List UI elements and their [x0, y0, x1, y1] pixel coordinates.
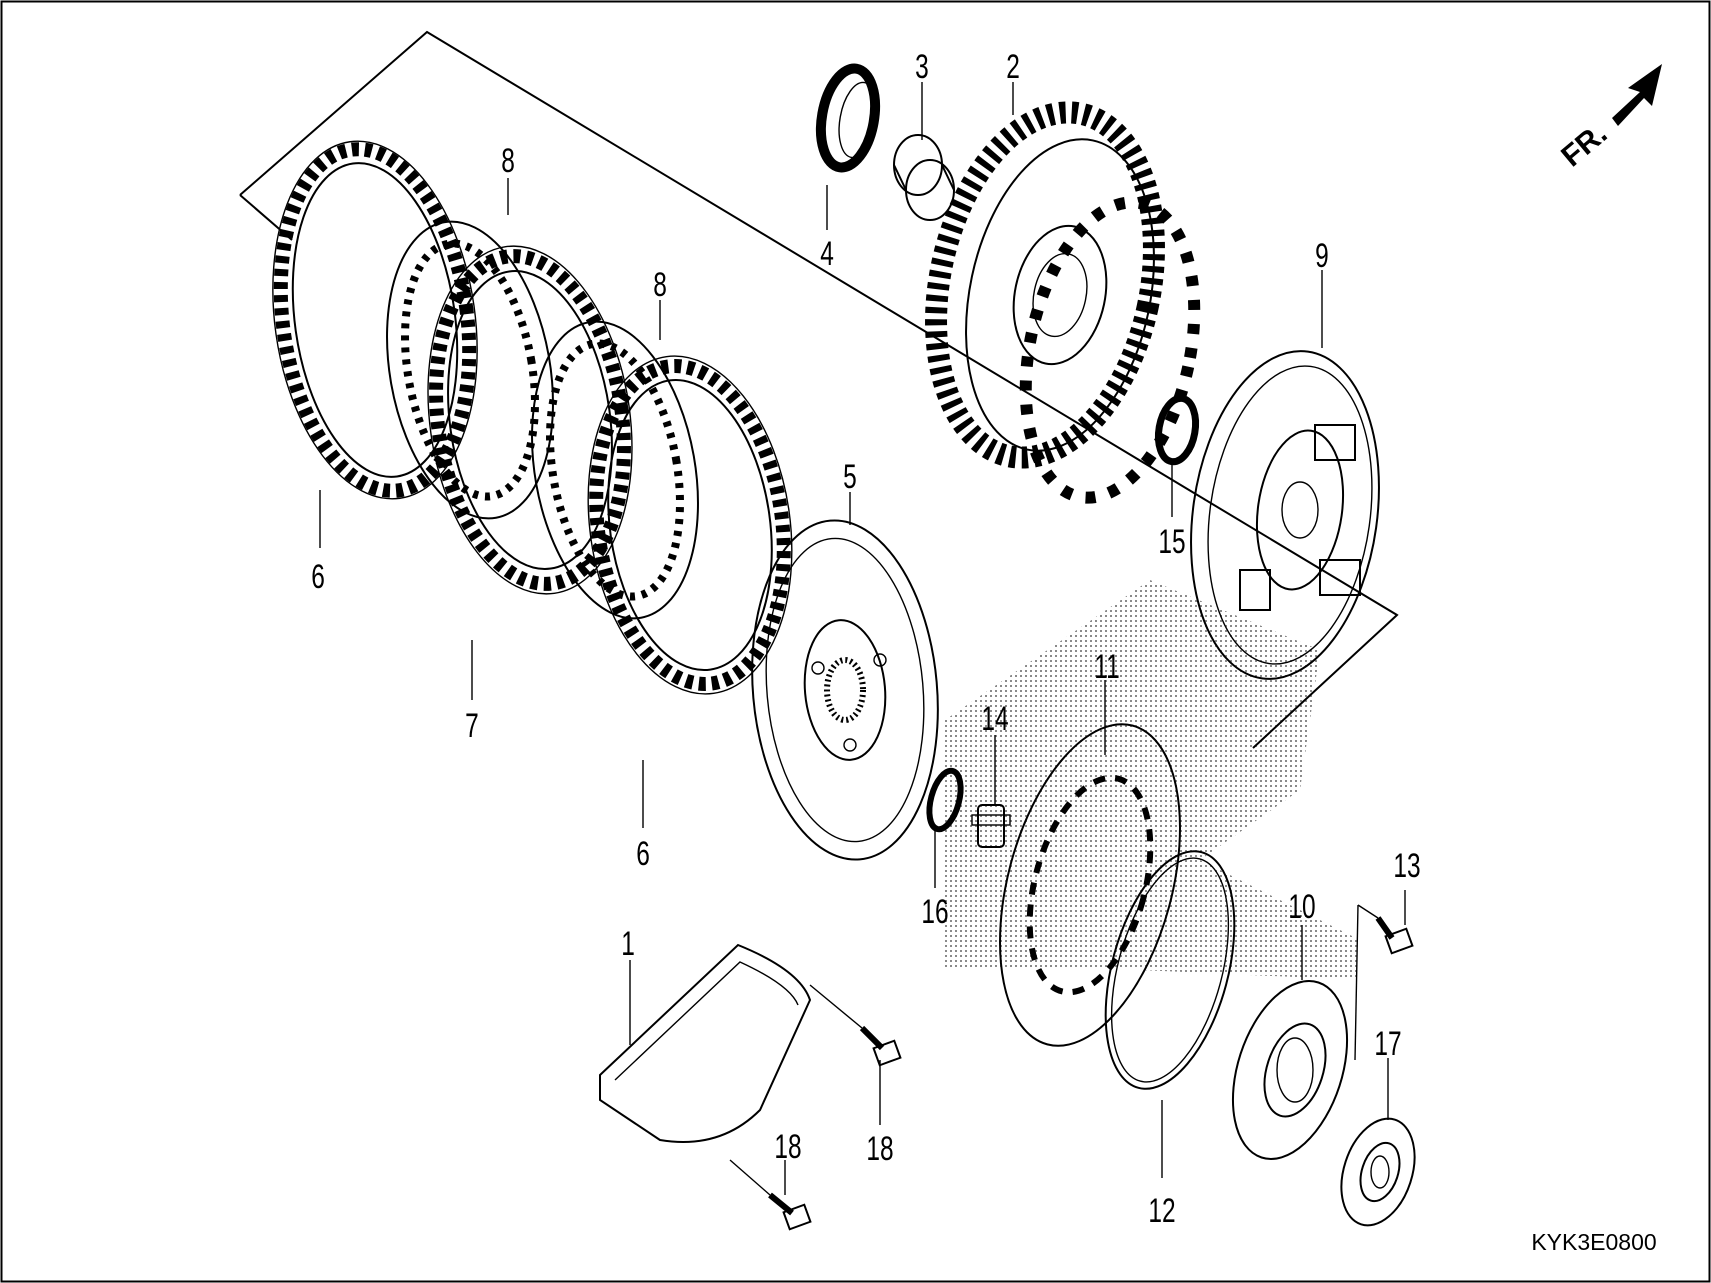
callout-5: 5: [843, 458, 857, 496]
callout-16: 16: [921, 893, 948, 931]
callout-15: 15: [1158, 523, 1185, 561]
friction-disc-6-left: [272, 140, 478, 500]
bolt-13: [1375, 916, 1414, 955]
callout-6-left: 6: [311, 558, 325, 596]
washer-15: [1154, 394, 1200, 466]
o-ring-12: [1104, 850, 1236, 1090]
seal-ring-4: [815, 63, 881, 173]
callout-6-right: 6: [636, 835, 650, 873]
callout-2: 2: [1006, 48, 1020, 86]
callout-1: 1: [621, 925, 635, 963]
bolt-13-axis: [1354, 904, 1359, 1061]
callout-8-left: 8: [501, 142, 515, 180]
bearing-3: [893, 134, 955, 221]
callout-13: 13: [1393, 847, 1420, 885]
shaded-region: [945, 580, 1360, 980]
callout-3: 3: [915, 48, 929, 86]
callout-labels: 1 2 3 4 5 6 6 7 8 8 9 10 11 12 13 14 15 …: [311, 48, 1420, 1230]
callout-4: 4: [820, 235, 834, 273]
callout-14: 14: [981, 700, 1008, 738]
assembly-bracket: [239, 30, 1399, 749]
bearing-17: [1340, 1117, 1416, 1227]
diagram-code: KYK3E0800: [1531, 1229, 1656, 1255]
bolt-18-right: [859, 1025, 902, 1067]
bearing-holder-10: [1231, 980, 1349, 1160]
callout-17: 17: [1374, 1025, 1401, 1063]
callout-10: 10: [1288, 888, 1315, 926]
bolt-18-left: [768, 1192, 812, 1231]
bolt-18-left-leader: [729, 1159, 771, 1196]
clutch-plate-8-right: [531, 320, 699, 620]
callout-7: 7: [465, 707, 479, 745]
callout-12: 12: [1148, 1192, 1175, 1230]
callout-18-left: 18: [774, 1128, 801, 1166]
callout-9: 9: [1315, 237, 1329, 275]
clutch-outer-gear-2: [925, 101, 1201, 504]
front-direction-arrow: FR.: [1555, 64, 1662, 173]
callout-18-right: 18: [866, 1130, 893, 1168]
lifter-joint-14: [971, 804, 1011, 848]
callout-11: 11: [1094, 648, 1119, 686]
leader-lines: [319, 82, 1406, 1195]
front-direction-label: FR.: [1555, 117, 1613, 173]
pressure-plate-5: [751, 519, 939, 861]
clutch-center-9: [1190, 350, 1380, 680]
bolt-13-leader: [1357, 904, 1379, 919]
friction-disc-6-right: [587, 355, 793, 695]
bolt-18-right-leader: [809, 984, 863, 1029]
callout-8-right: 8: [653, 266, 667, 304]
washer-16: [926, 767, 964, 833]
cover-1: [599, 943, 812, 1143]
